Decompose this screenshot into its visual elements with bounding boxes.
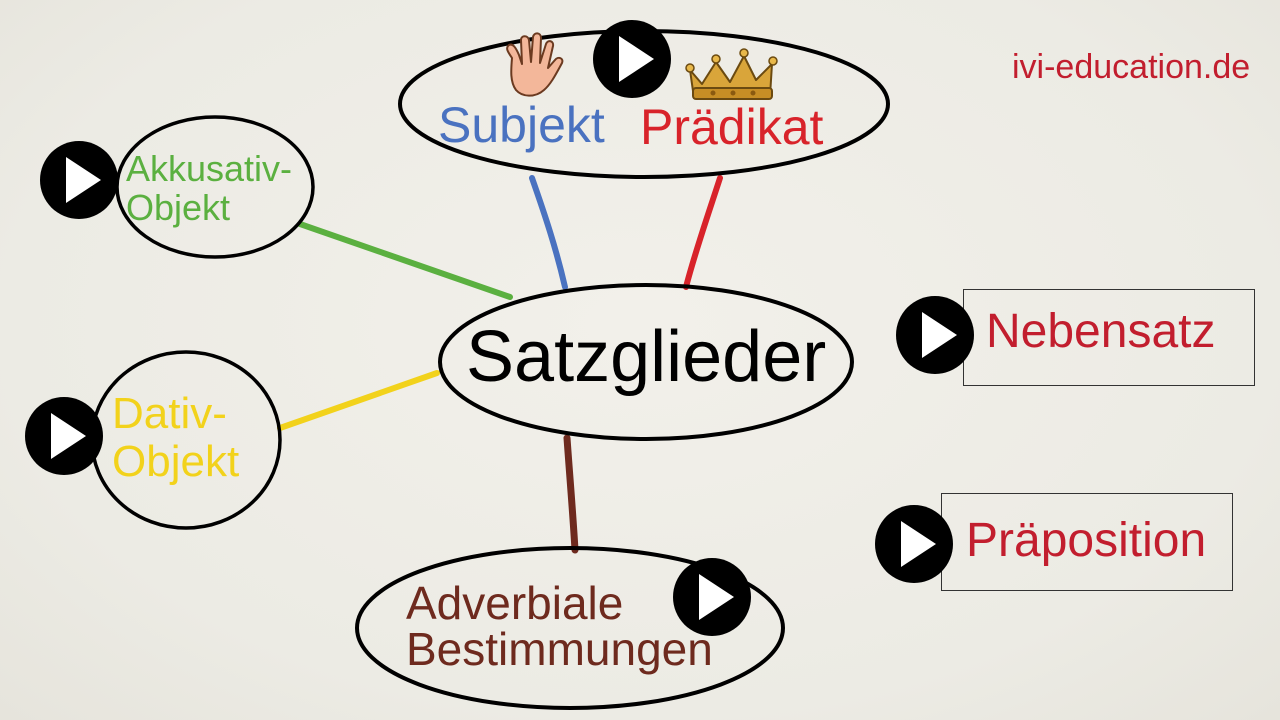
akkusativ-label: Akkusativ- Objekt (126, 148, 293, 228)
connector-subjekt (529, 175, 568, 290)
play-dativ-button[interactable] (25, 397, 103, 475)
watermark: ivi-education.de (1012, 48, 1251, 86)
connector-praedikat (683, 175, 723, 290)
adverbiale-line2: Bestimmungen (406, 623, 713, 675)
center-node-ellipse (438, 283, 854, 441)
adverbiale-line1: Adverbiale (406, 577, 624, 629)
play-akkusativ-button[interactable] (40, 141, 118, 219)
connector-adverbiale (563, 434, 579, 554)
praeposition-label: Präposition (966, 514, 1207, 567)
dativ-line1: Dativ- (112, 389, 227, 438)
dativ-line2: Objekt (112, 436, 240, 486)
hand-icon (506, 32, 564, 97)
dativ-label: Dativ- Objekt (112, 390, 239, 485)
akkusativ-line1: Akkusativ- (126, 148, 293, 189)
connector-akkusativ (297, 221, 513, 300)
nebensatz-label: Nebensatz (986, 305, 1216, 358)
crown-icon (685, 48, 778, 100)
akkusativ-line2: Objekt (126, 186, 231, 228)
play-nebensatz-button[interactable] (896, 296, 974, 374)
praedikat-label: Prädikat (640, 99, 824, 155)
adverbiale-ellipse (355, 546, 785, 710)
adverbiale-label: Adverbiale Bestimmungen (406, 580, 713, 672)
play-subjekt-praedikat-button[interactable] (593, 20, 671, 98)
center-label: Satzglieder (466, 317, 827, 397)
subjekt-label: Subjekt (438, 97, 605, 153)
play-praeposition-button[interactable] (875, 505, 953, 583)
connector-dativ (277, 370, 440, 431)
play-adverbiale-button[interactable] (673, 558, 751, 636)
